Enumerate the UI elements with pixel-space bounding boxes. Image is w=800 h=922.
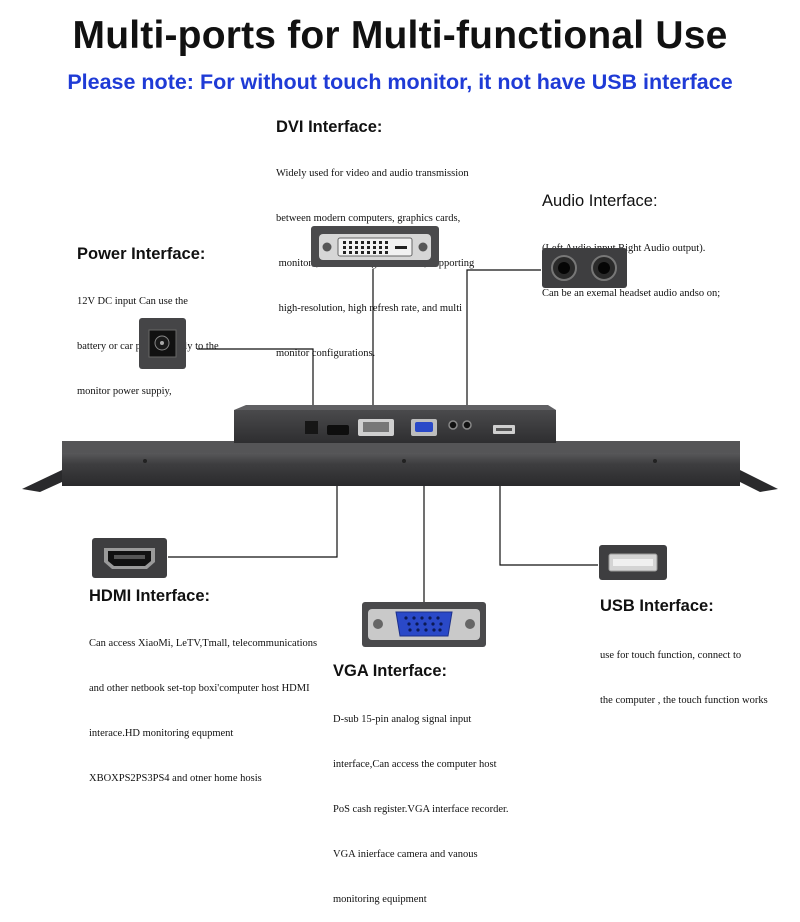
page-title: Multi-ports for Multi-functional Use <box>72 14 728 57</box>
usb-description: use for touch function, connect to the c… <box>600 618 768 723</box>
hdmi-line: and other netbook set-top boxi'computer … <box>89 683 310 694</box>
dvi-connector-photo <box>311 226 439 267</box>
power-line: 12V DC input Can use the <box>77 296 188 307</box>
power-connector-photo <box>139 318 186 369</box>
dvi-line: between modern computers, graphics cards… <box>276 213 461 224</box>
usb-line: the computer , the touch function works <box>600 695 768 706</box>
vga-line: PoS cash register.VGA interface recorder… <box>333 804 509 815</box>
hdmi-connector-photo <box>92 538 167 578</box>
dvi-heading: DVI Interface: <box>276 118 383 136</box>
hdmi-port <box>327 425 349 435</box>
usb-connector-photo <box>599 545 667 580</box>
usb-heading: USB Interface: <box>600 597 714 615</box>
hdmi-description: Can access XiaoMi, LeTV,Tmall, telecommu… <box>89 606 317 801</box>
dvi-line: Widely used for video and audio transmis… <box>276 168 469 179</box>
hdmi-line: XBOXPS2PS3PS4 and otner home hosis <box>89 773 262 784</box>
audio-heading: Audio Interface: <box>542 192 658 210</box>
power-line: monitor power suppiy, <box>77 386 172 397</box>
vga-line: interface,Can access the computer host <box>333 759 497 770</box>
vga-heading: VGA Interface: <box>333 662 448 680</box>
hdmi-line: interace.HD monitoring equpment <box>89 728 234 739</box>
audio-leader <box>466 269 541 420</box>
audio-in-port <box>448 420 458 430</box>
dvi-line: monitor configurations. <box>276 348 376 359</box>
vga-line: D-sub 15-pin analog signal input <box>333 714 472 725</box>
audio-line: Can be an exemal headset audio andso on; <box>542 288 721 299</box>
power-heading: Power Interface: <box>77 245 206 263</box>
audio-connector-photo <box>542 248 627 288</box>
vga-connector-photo <box>362 602 486 647</box>
audio-out-port <box>462 420 472 430</box>
usb-note: Please note: For without touch monitor, … <box>67 70 733 94</box>
hdmi-line: Can access XiaoMi, LeTV,Tmall, telecommu… <box>89 638 318 649</box>
hdmi-heading: HDMI Interface: <box>89 587 211 605</box>
dvi-line: high-resolution, high refresh rate, and … <box>276 303 463 314</box>
usb-line: use for touch function, connect to <box>600 650 742 661</box>
monitor-chassis <box>22 405 778 492</box>
vga-line: monitoring equipment <box>333 894 427 905</box>
power-port <box>305 421 318 434</box>
vga-line: VGA inierface camera and vanous <box>333 849 478 860</box>
vga-description: D-sub 15-pin analog signal input interfa… <box>333 682 509 922</box>
power-leader <box>197 348 314 428</box>
